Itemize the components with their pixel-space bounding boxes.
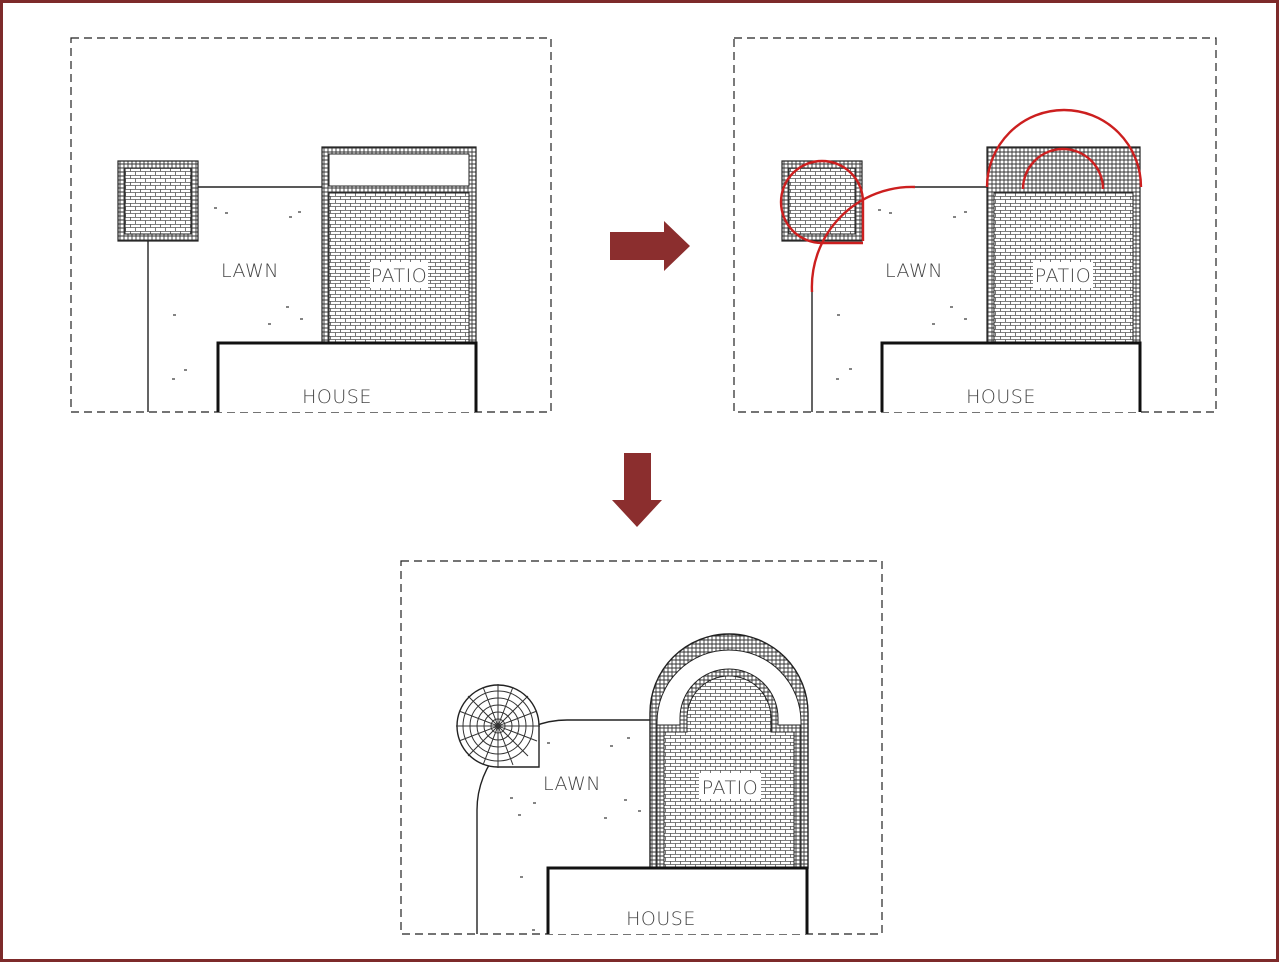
patio-label: PATIO (371, 265, 427, 287)
lawn-label: LAWN (543, 773, 601, 795)
house (546, 866, 809, 934)
arrow-down-icon (612, 453, 662, 527)
panel-original: PATIO HOUSE LAWN (70, 37, 552, 413)
house-label: HOUSE (302, 386, 372, 408)
house-label: HOUSE (966, 386, 1036, 408)
redline-sketch (779, 108, 1143, 293)
grass-marks (510, 737, 641, 931)
patio-label: PATIO (702, 777, 758, 799)
arched-patio (649, 633, 809, 869)
redline-lawn-curve (810, 185, 916, 293)
patio-label: PATIO (1035, 265, 1091, 287)
round-paver (456, 684, 540, 768)
house (216, 341, 478, 412)
paver-square-inner (124, 167, 192, 235)
grass-marks (172, 207, 303, 380)
patio-label-bg (699, 773, 761, 799)
redline-outer-arch (985, 108, 1143, 188)
arrow-right-icon (610, 221, 690, 271)
panel-final: PATIO HOUSE LAWN (400, 560, 883, 935)
patio-upper-area (328, 153, 470, 187)
paver-square-inner (788, 167, 856, 235)
grass-marks (836, 209, 967, 380)
panel-redline: PATIO HOUSE LAWN (733, 37, 1217, 413)
patio-label-bg (1033, 262, 1093, 288)
redline-round-paver (779, 159, 865, 245)
lawn-label: LAWN (885, 260, 943, 282)
house (880, 341, 1142, 412)
patio-label-bg (370, 262, 428, 288)
redline-inner-arch (1021, 147, 1105, 190)
house-label: HOUSE (626, 908, 696, 930)
lawn-label: LAWN (221, 260, 279, 282)
